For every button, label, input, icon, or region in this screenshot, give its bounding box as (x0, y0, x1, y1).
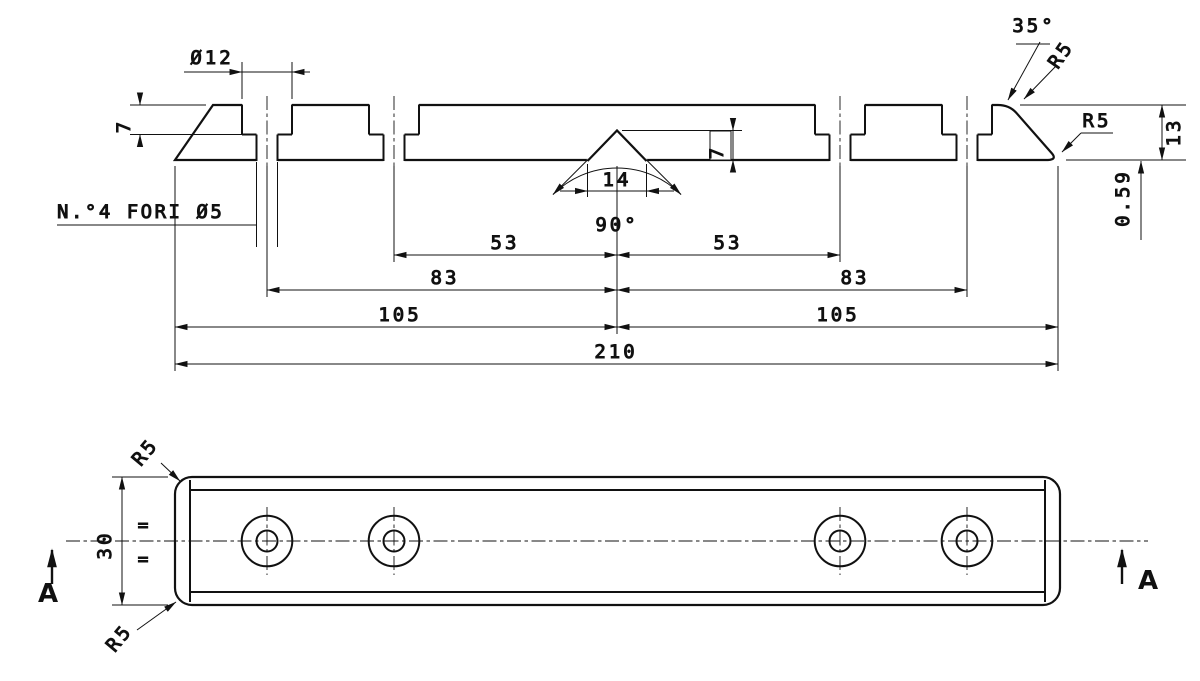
equal-mark-top: = (138, 515, 149, 536)
dim-vee-depth-label: 7 (706, 145, 728, 159)
dim-vee-angle-label: 90° (595, 214, 638, 236)
dim-outer-pitch-right-label: 83 (841, 267, 870, 289)
vee-notch (586, 128, 648, 162)
dim-outer-pitch-left-label: 83 (431, 267, 460, 289)
callout-radius-bottom-left: R5 (101, 601, 177, 657)
section-label-right: A (1138, 566, 1158, 596)
callout-radius-bottom-right: R5 (1061, 110, 1113, 153)
dim-width: 30 = = (94, 476, 168, 606)
dim-counterbore-depth: 7 (113, 92, 244, 147)
bar-section-outline (172, 103, 1055, 162)
plan-view: 30 = = R5 R5 A A (38, 434, 1158, 657)
dim-aux-height: 0.59 (1112, 160, 1145, 240)
dim-inner-pitch-right-label: 53 (714, 232, 743, 254)
dim-vee-depth: 7 (622, 118, 742, 173)
dim-vee-angle: 90° (552, 159, 682, 237)
dim-aux-height-label: 0.59 (1112, 169, 1134, 227)
holes-note-label: N.°4 FORI Ø5 (57, 201, 224, 223)
holes-note: N.°4 FORI Ø5 (57, 162, 278, 247)
section-view: Ø12 7 N.°4 FORI Ø5 7 (57, 15, 1186, 371)
section-cut-marks: A A (38, 548, 1158, 609)
dim-total-length-label: 210 (594, 341, 637, 363)
dim-half-length-right-label: 105 (816, 304, 859, 326)
equal-mark-bottom: = (138, 549, 149, 570)
bar-plan-edge-lines (189, 480, 1046, 602)
dim-width-label: 30 (94, 531, 116, 560)
callout-radius-bottom-right-label: R5 (1083, 110, 1112, 132)
dim-half-length-left-label: 105 (378, 304, 421, 326)
callout-chamfer-angle: 35° (1007, 15, 1055, 101)
dim-thickness: 13 (1020, 104, 1186, 161)
dim-counterbore-depth-label: 7 (113, 119, 135, 133)
callout-radius-top-left: R5 (127, 434, 181, 482)
dim-outer-pitch: 83 83 (266, 267, 968, 294)
callout-radius-top-right: R5 (1023, 36, 1079, 100)
dim-counterbore-diameter: Ø12 (184, 47, 310, 99)
callout-radius-bottom-left-label: R5 (102, 620, 137, 656)
dim-thickness-label: 13 (1163, 118, 1185, 147)
callout-chamfer-angle-label: 35° (1012, 15, 1055, 37)
callout-radius-top-right-label: R5 (1044, 36, 1079, 72)
dim-inner-pitch: 53 53 (393, 232, 841, 259)
dim-total-length: 210 (174, 341, 1059, 368)
dim-inner-pitch-left-label: 53 (491, 232, 520, 254)
extension-lines (174, 166, 1059, 371)
dim-counterbore-diameter-label: Ø12 (190, 47, 233, 69)
section-label-left: A (38, 579, 58, 609)
dim-half-length: 105 105 (174, 304, 1059, 331)
callout-radius-top-left-label: R5 (128, 434, 163, 470)
